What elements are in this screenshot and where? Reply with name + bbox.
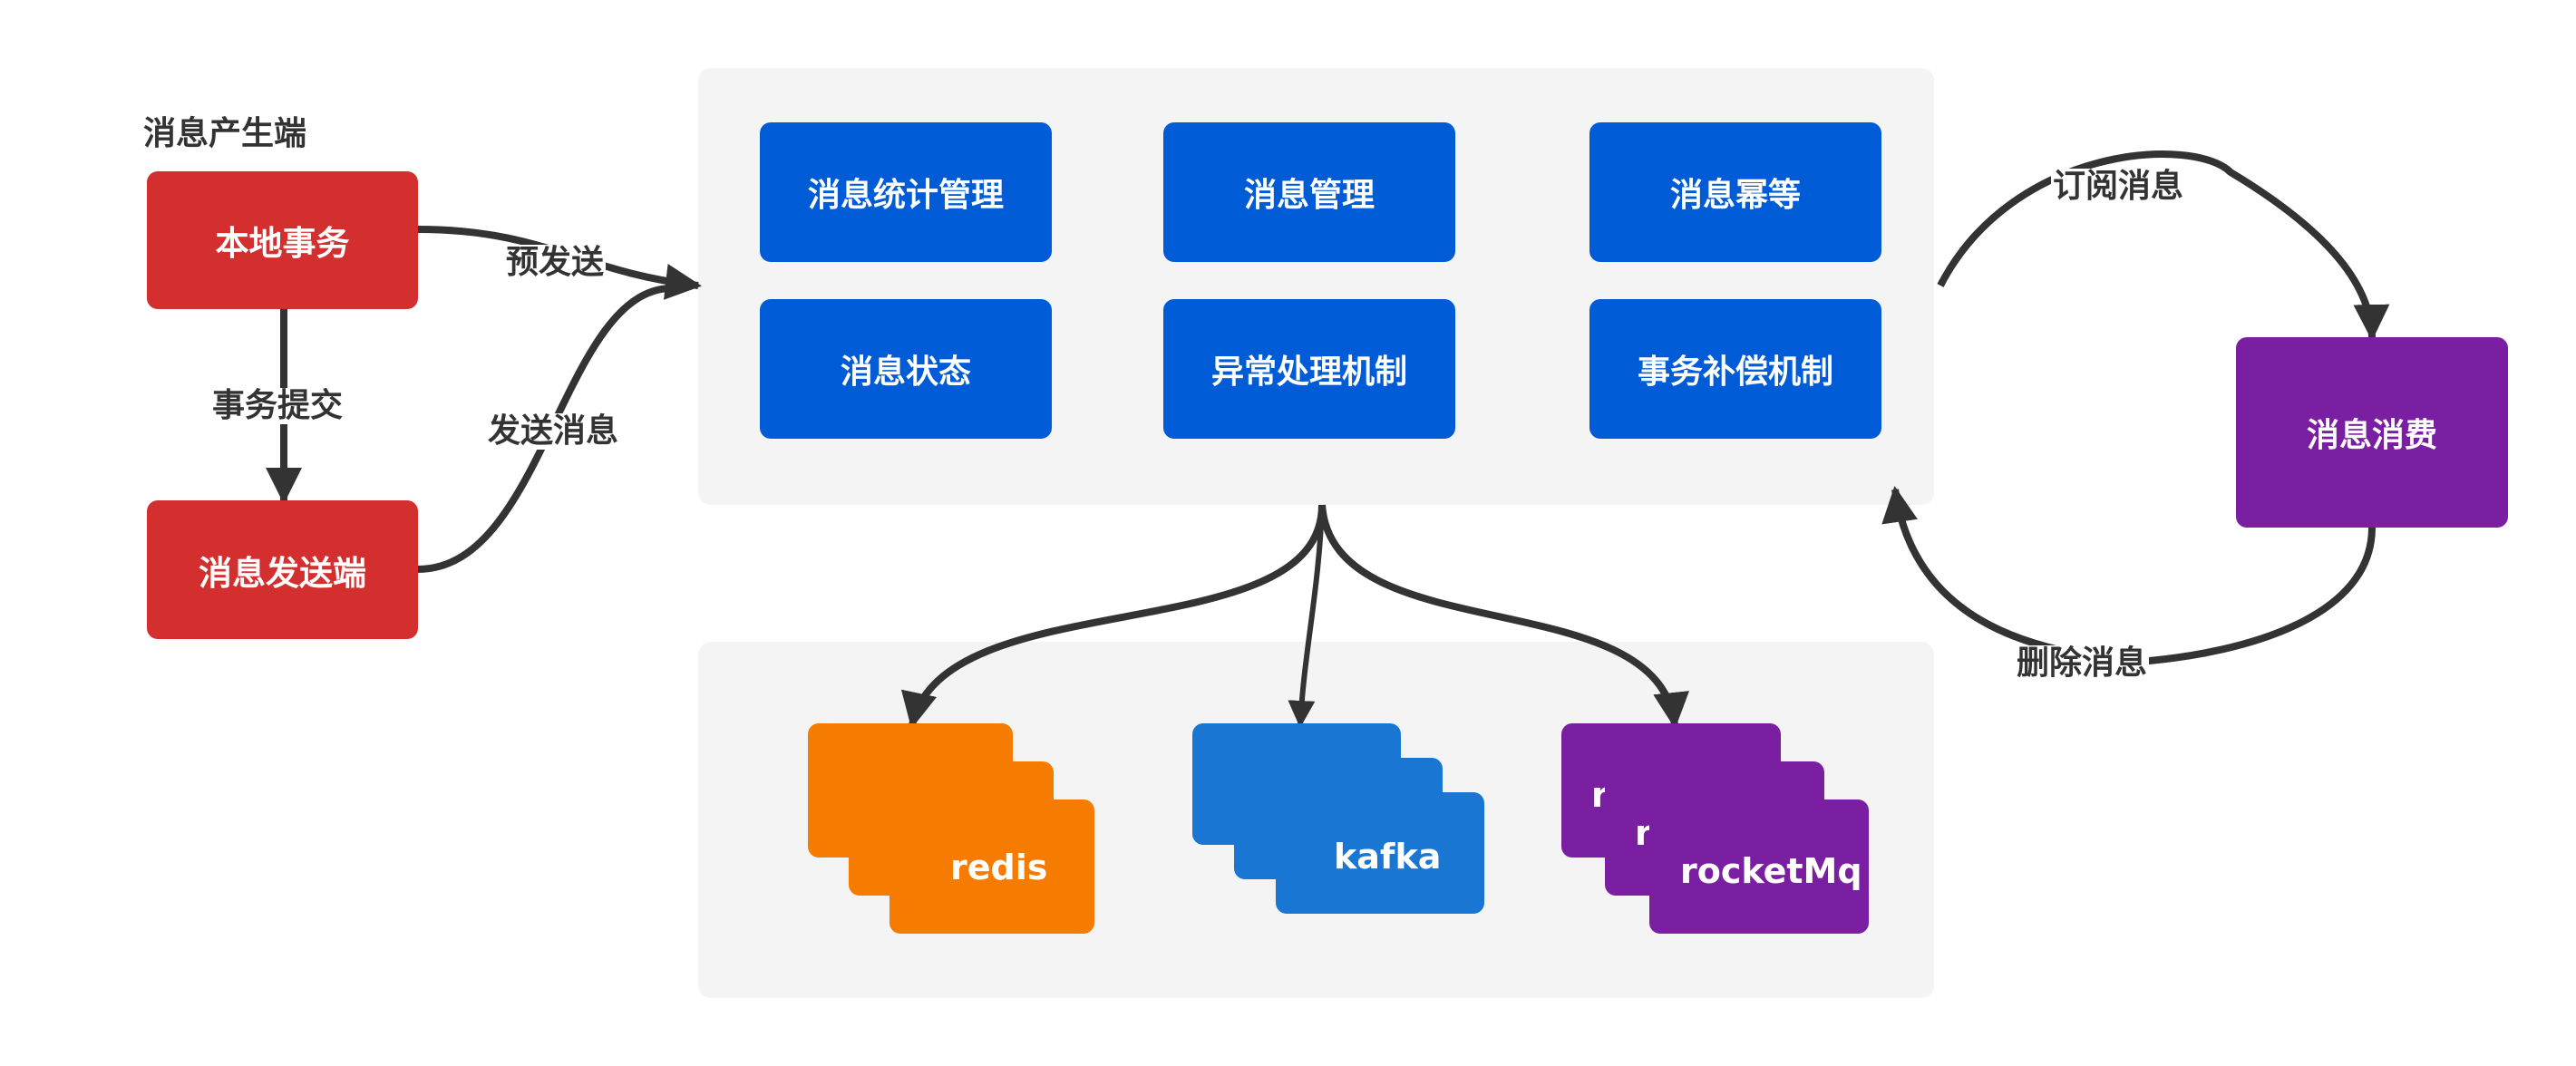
storage-redis[interactable]: redis xyxy=(808,723,1094,934)
rocketmq-back-label: r xyxy=(1591,775,1609,815)
module-label: 事务补偿机制 xyxy=(1637,354,1833,391)
edge-label-commit-transaction: 事务提交 xyxy=(210,387,345,424)
module-transaction-compensation[interactable]: 事务补偿机制 xyxy=(1589,299,1881,439)
module-label: 消息幂等 xyxy=(1669,177,1801,214)
kafka-label: kafka xyxy=(1334,837,1442,877)
edge-label-delete-message: 删除消息 xyxy=(2015,644,2150,682)
edge-subscribe-message xyxy=(1937,150,2390,341)
module-exception-handling[interactable]: 异常处理机制 xyxy=(1163,299,1455,439)
kafka-card-front xyxy=(1276,792,1484,914)
module-label: 异常处理机制 xyxy=(1210,354,1407,391)
module-label: 消息统计管理 xyxy=(807,177,1004,214)
rocketmq-card-front xyxy=(1649,800,1869,934)
redis-card-front xyxy=(889,800,1094,934)
module-message-idempotence[interactable]: 消息幂等 xyxy=(1589,122,1881,262)
edge-to-rocketmq xyxy=(1318,504,1689,729)
module-message-management[interactable]: 消息管理 xyxy=(1163,122,1455,262)
local-transaction-label: 本地事务 xyxy=(215,224,350,263)
edge-label-send-message: 发送消息 xyxy=(486,412,621,450)
edge-to-redis xyxy=(901,504,1326,729)
local-transaction-node[interactable]: 本地事务 xyxy=(147,171,418,309)
edge-to-kafka xyxy=(1288,504,1325,728)
edge-label-pre-send: 预发送 xyxy=(504,244,607,281)
message-sender-label: 消息发送端 xyxy=(199,553,366,593)
storage-kafka[interactable]: kafka xyxy=(1192,723,1484,916)
message-consumer-label: 消息消费 xyxy=(2306,417,2437,454)
module-message-statistics[interactable]: 消息统计管理 xyxy=(760,122,1052,262)
producer-group-title: 消息产生端 xyxy=(143,115,307,152)
rocketmq-middle-label: r xyxy=(1635,813,1652,853)
message-sender-node[interactable]: 消息发送端 xyxy=(147,500,418,639)
module-label: 消息管理 xyxy=(1243,177,1375,214)
module-label: 消息状态 xyxy=(840,354,971,391)
redis-label: redis xyxy=(950,848,1048,887)
rocketmq-label: rocketMq xyxy=(1680,851,1862,891)
module-message-status[interactable]: 消息状态 xyxy=(760,299,1052,439)
storage-rocketmq[interactable]: r r rocketMq xyxy=(1561,723,1870,934)
edge-label-subscribe-message: 订阅消息 xyxy=(2051,168,2186,205)
message-consumer-node[interactable]: 消息消费 xyxy=(2236,337,2508,528)
